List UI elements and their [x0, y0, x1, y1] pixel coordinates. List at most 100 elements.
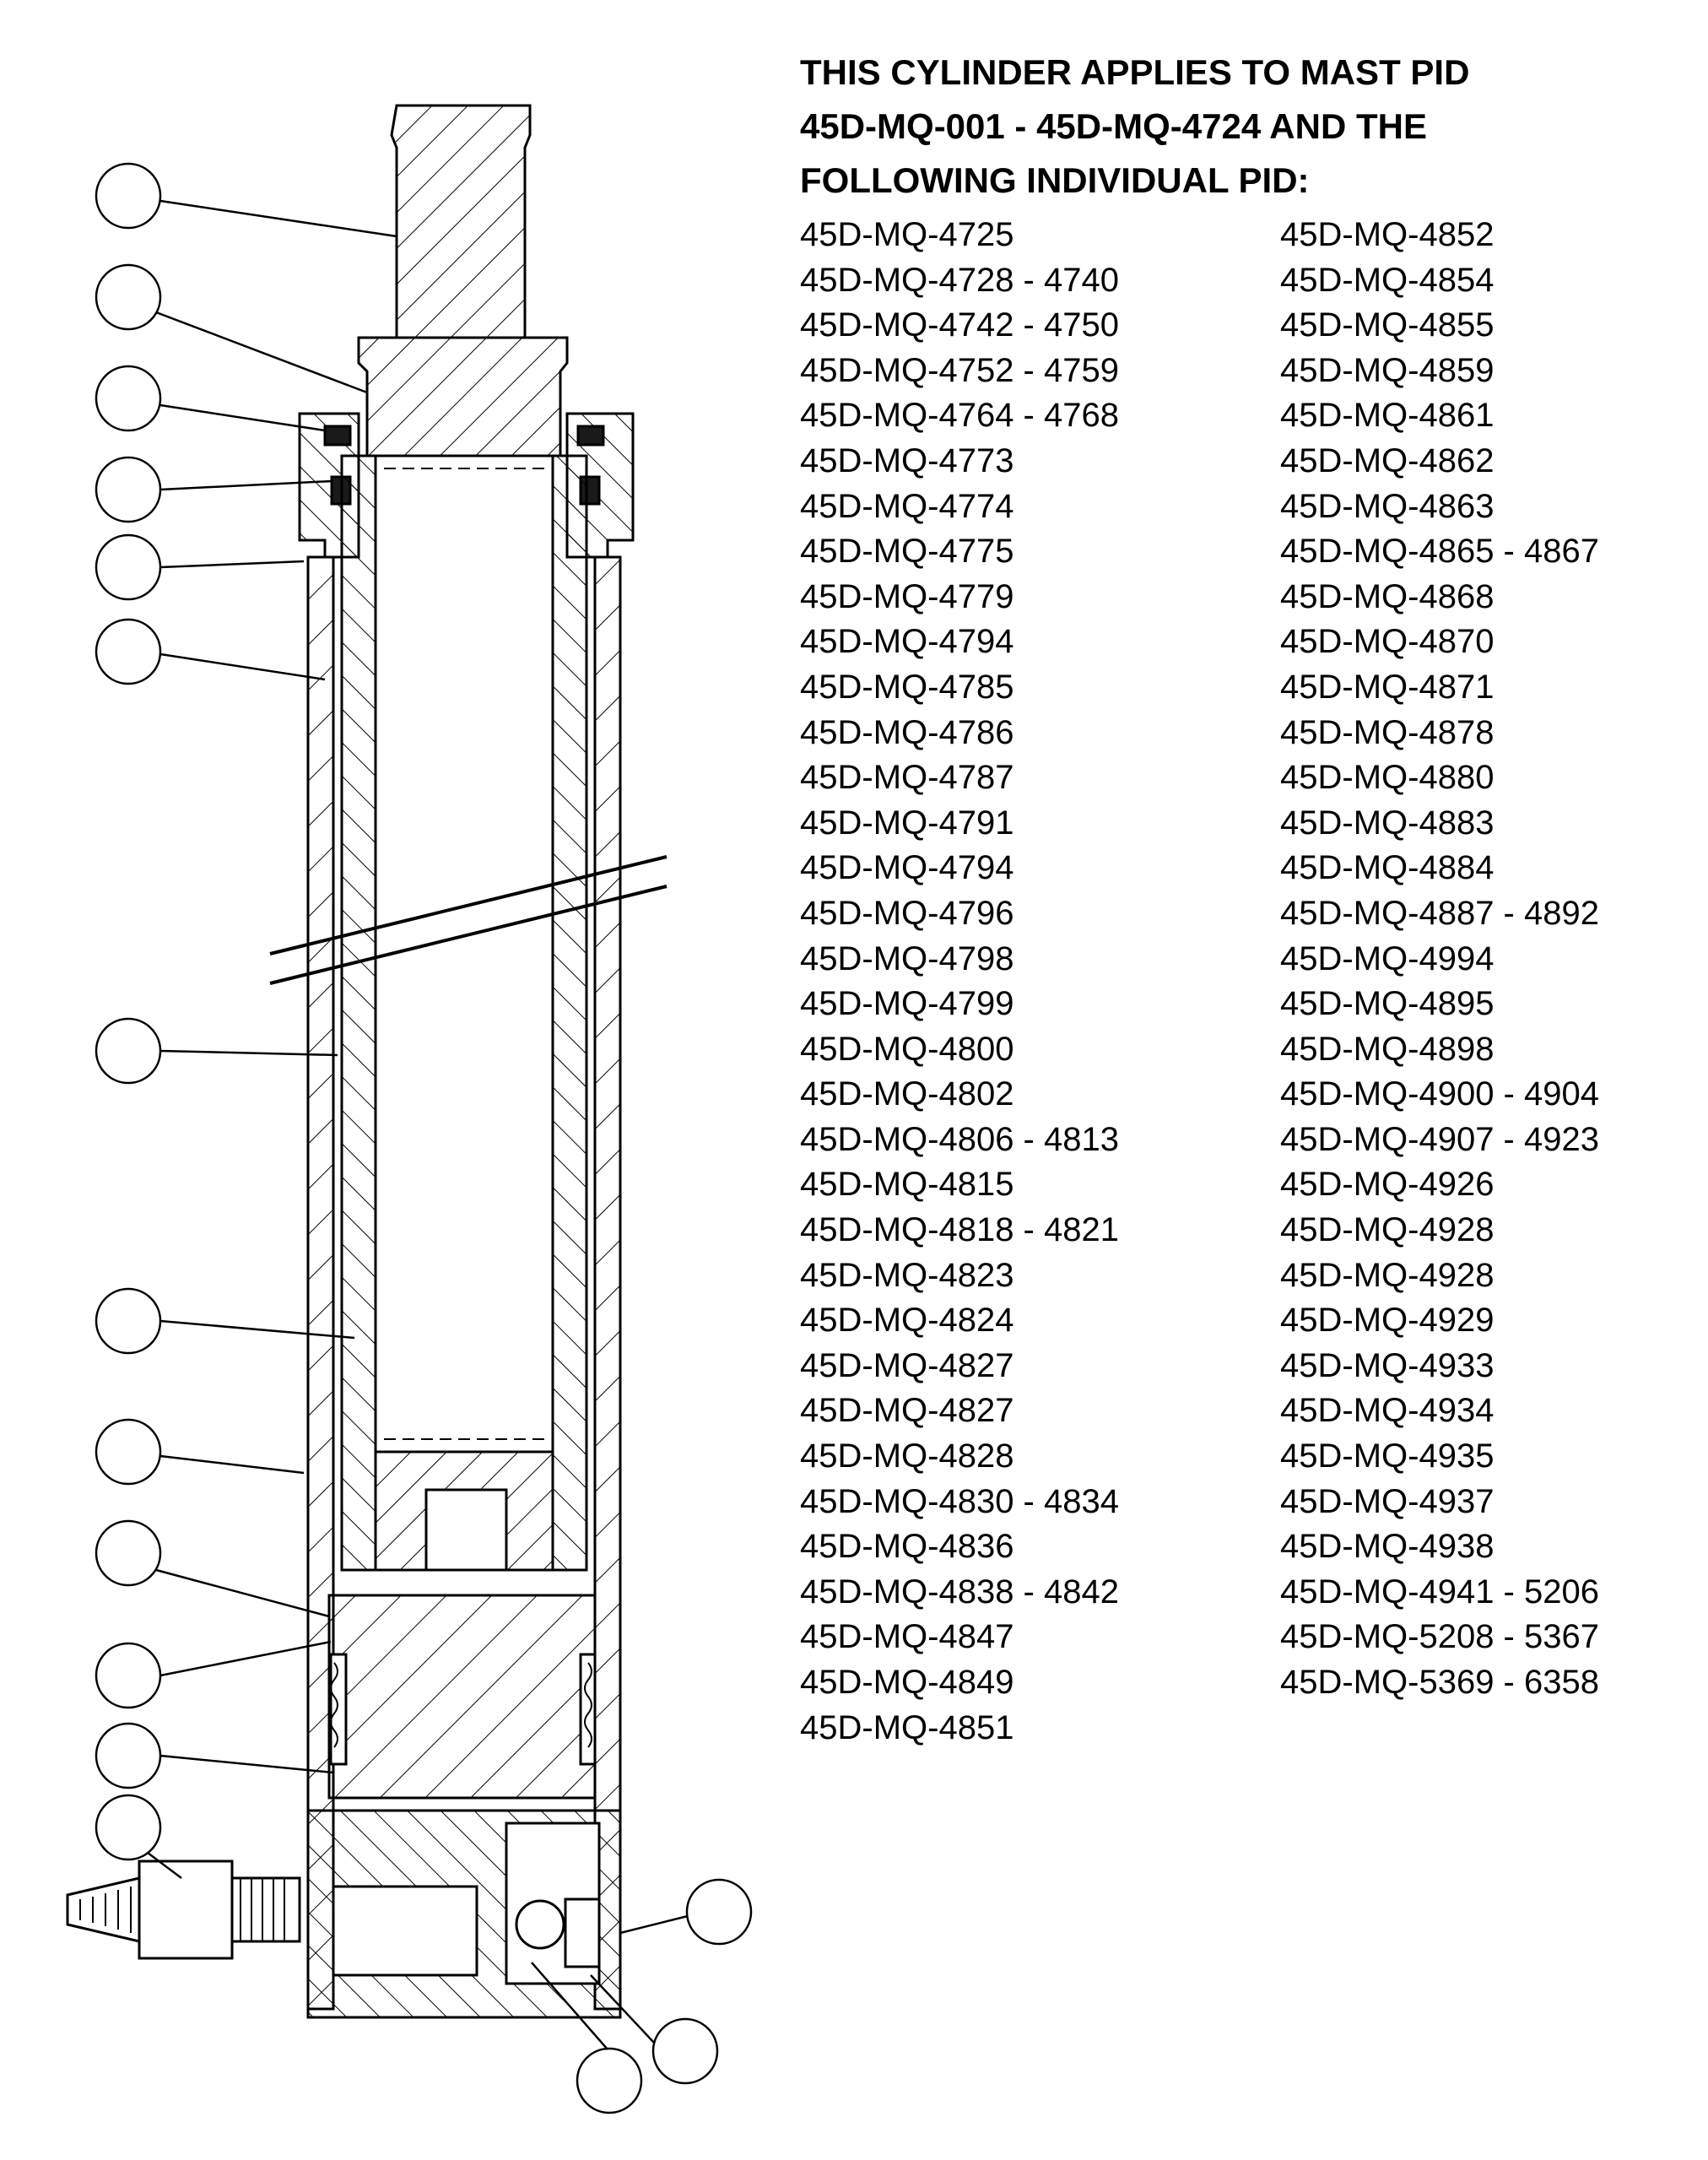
callout-balloon-11: [95, 1642, 162, 1709]
pid-entry: 45D-MQ-4849: [800, 1664, 1014, 1701]
callout-balloon-12: [95, 1722, 162, 1789]
leader-15: [590, 1974, 655, 2044]
break-line-upper: [269, 855, 668, 955]
pid-entry: 45D-MQ-4862: [1280, 441, 1494, 479]
leader-4: [159, 479, 332, 491]
leader-9: [159, 1454, 305, 1475]
rod-bore: [374, 454, 554, 1454]
callout-balloon-14: [685, 1878, 753, 1946]
pid-entry: 45D-MQ-4854: [1280, 261, 1494, 299]
leader-14: [619, 1914, 689, 1935]
pid-entry: 45D-MQ-4926: [1280, 1166, 1494, 1204]
pid-entry: 45D-MQ-4852: [1280, 216, 1494, 253]
pid-list-right: 45D-MQ-4852 45D-MQ-4854 45D-MQ-4855 45D-MQ-…: [1280, 213, 1599, 1706]
callout-balloon-6: [95, 618, 162, 685]
callout-balloon-5: [95, 533, 162, 601]
pid-entry: 45D-MQ-4787: [800, 759, 1014, 797]
pid-entry: 45D-MQ-4994: [1280, 939, 1494, 977]
pid-entry: 45D-MQ-4880: [1280, 759, 1494, 797]
pid-entry: 45D-MQ-4815: [800, 1166, 1014, 1204]
fitting-thread: [230, 1876, 301, 1943]
leader-16: [531, 1962, 608, 2050]
pid-entry: 45D-MQ-4883: [1280, 804, 1494, 842]
pid-entry: 45D-MQ-4823: [800, 1256, 1014, 1294]
piston-seal-right: [579, 1653, 597, 1766]
piston: [327, 1594, 597, 1800]
pid-entry: 45D-MQ-4836: [800, 1528, 1014, 1566]
callout-balloon-13: [95, 1794, 162, 1861]
outer-barrel-right: [593, 555, 622, 2011]
pid-entry: 45D-MQ-4938: [1280, 1528, 1494, 1566]
callout-balloon-15: [651, 2017, 719, 2085]
leader-11: [159, 1640, 332, 1677]
callout-balloon-9: [95, 1418, 162, 1486]
break-line-lower: [269, 885, 668, 985]
leader-5: [159, 560, 305, 569]
leader-8: [159, 1319, 355, 1340]
pid-entry: 45D-MQ-4928: [1280, 1256, 1494, 1294]
pid-entry: 45D-MQ-4827: [800, 1392, 1014, 1430]
pid-entry: 45D-MQ-4935: [1280, 1437, 1494, 1475]
callout-balloon-3: [95, 365, 162, 432]
pid-entry: 45D-MQ-4851: [800, 1708, 1014, 1746]
pid-entry: 45D-MQ-4827: [800, 1346, 1014, 1384]
pid-entry: 45D-MQ-5208 - 5367: [1280, 1618, 1599, 1656]
pid-entry: 45D-MQ-4806 - 4813: [800, 1120, 1119, 1158]
pid-entry: 45D-MQ-4884: [1280, 849, 1494, 887]
callout-balloon-2: [95, 263, 162, 331]
pid-entry: 45D-MQ-4791: [800, 804, 1014, 842]
pid-entry: 45D-MQ-4928: [1280, 1211, 1494, 1249]
heading-line-1: THIS CYLINDER APPLIES TO MAST PID: [800, 52, 1470, 92]
pid-entry: 45D-MQ-4799: [800, 985, 1014, 1023]
pid-entry: 45D-MQ-4775: [800, 533, 1014, 571]
check-ball: [515, 1899, 565, 1950]
pid-entry: 45D-MQ-4941 - 5206: [1280, 1573, 1599, 1611]
leader-10: [155, 1568, 330, 1618]
callout-balloon-4: [95, 456, 162, 523]
callout-balloon-10: [95, 1519, 162, 1587]
wiper-seal-right: [576, 425, 605, 447]
piston-seal-left: [329, 1653, 348, 1766]
pid-entry: 45D-MQ-4898: [1280, 1030, 1494, 1068]
pid-entry: 45D-MQ-4830 - 4834: [800, 1482, 1119, 1520]
pid-entry: 45D-MQ-4838 - 4842: [800, 1573, 1119, 1611]
cylinder-section-diagram: [66, 104, 753, 2114]
pid-entry: 45D-MQ-4828: [800, 1437, 1014, 1475]
pid-entry: 45D-MQ-4847: [800, 1618, 1014, 1656]
inner-tube-left: [340, 454, 377, 1572]
plug-insert: [424, 1488, 508, 1572]
port-bore: [332, 1885, 478, 1977]
pid-entry: 45D-MQ-4937: [1280, 1482, 1494, 1520]
leader-3: [159, 403, 326, 432]
inner-tube-right: [551, 454, 588, 1572]
heading-line-2: 45D-MQ-001 - 45D-MQ-4724 AND THE: [800, 106, 1427, 146]
pid-entry: 45D-MQ-4895: [1280, 985, 1494, 1023]
pid-entry: 45D-MQ-4728 - 4740: [800, 261, 1119, 299]
pid-entry: 45D-MQ-4859: [1280, 351, 1494, 389]
callout-balloon-8: [95, 1287, 162, 1355]
heading-line-3: FOLLOWING INDIVIDUAL PID:: [800, 160, 1310, 200]
pid-entry: 45D-MQ-4870: [1280, 623, 1494, 661]
leader-12: [159, 1754, 334, 1774]
fitting-hex: [138, 1860, 234, 1960]
pid-entry: 45D-MQ-4868: [1280, 577, 1494, 615]
pid-entry: 45D-MQ-5369 - 6358: [1280, 1664, 1599, 1701]
pid-entry: 45D-MQ-4907 - 4923: [1280, 1120, 1599, 1158]
pid-entry: 45D-MQ-4900 - 4904: [1280, 1075, 1599, 1113]
pid-entry: 45D-MQ-4764 - 4768: [800, 397, 1119, 435]
pid-entry: 45D-MQ-4794: [800, 623, 1014, 661]
pid-entry: 45D-MQ-4802: [800, 1075, 1014, 1113]
pid-entry: 45D-MQ-4794: [800, 849, 1014, 887]
pid-entry: 45D-MQ-4786: [800, 713, 1014, 751]
pid-entry: 45D-MQ-4878: [1280, 713, 1494, 751]
hydraulic-fitting: [66, 1876, 141, 1943]
pid-entry: 45D-MQ-4752 - 4759: [800, 351, 1119, 389]
pid-entry: 45D-MQ-4855: [1280, 306, 1494, 344]
leader-7: [159, 1049, 338, 1057]
pid-entry: 45D-MQ-4742 - 4750: [800, 306, 1119, 344]
pid-entry: 45D-MQ-4818 - 4821: [800, 1211, 1119, 1249]
pid-entry: 45D-MQ-4774: [800, 487, 1014, 525]
leader-2: [155, 311, 368, 394]
rod-head: [357, 336, 569, 457]
leader-1: [159, 199, 397, 238]
